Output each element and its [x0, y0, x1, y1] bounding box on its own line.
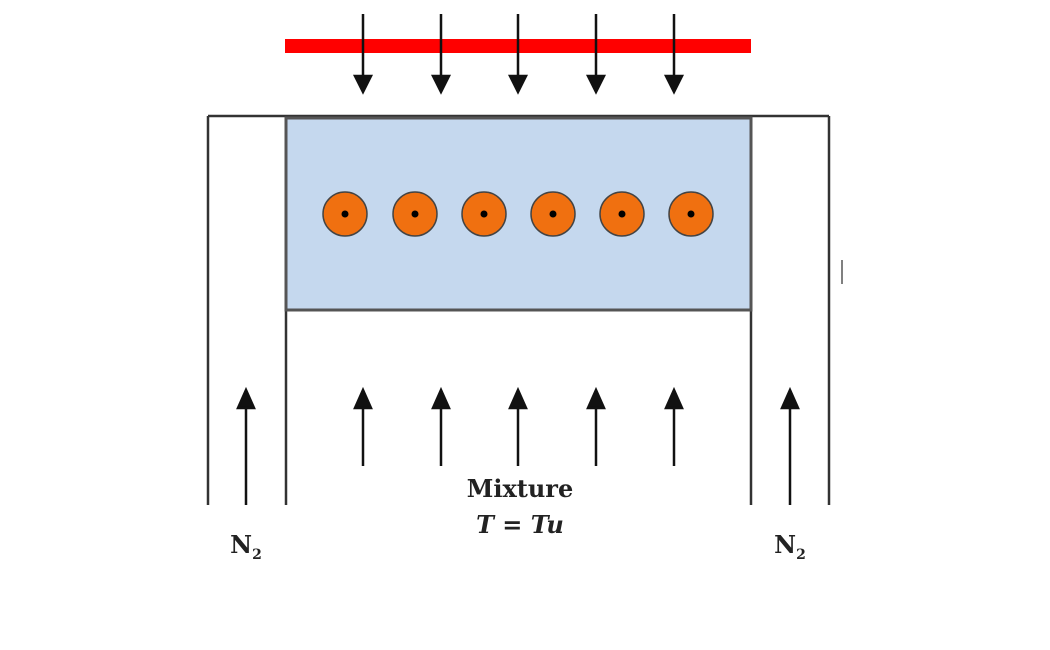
n2-left-text: N — [230, 530, 253, 559]
temperature-label: T = Tu — [476, 510, 564, 539]
n2-flow-arrows — [236, 386, 800, 505]
n2-left-subscript: 2 — [252, 546, 262, 563]
outer-walls — [206, 114, 831, 505]
particle — [668, 191, 714, 237]
particle — [392, 191, 438, 237]
particle — [461, 191, 507, 237]
mixture-label: Mixture — [466, 474, 574, 503]
n2-right-text: N — [774, 530, 797, 559]
heat-arrows — [352, 14, 685, 95]
mixture-flow-arrows — [353, 386, 684, 466]
particle — [599, 191, 645, 237]
n2-right-subscript: 2 — [796, 546, 806, 563]
particle — [530, 191, 576, 237]
particle — [322, 191, 368, 237]
particles — [322, 191, 714, 237]
n2-left-label: N2 — [216, 530, 276, 563]
n2-right-label: N2 — [760, 530, 820, 563]
